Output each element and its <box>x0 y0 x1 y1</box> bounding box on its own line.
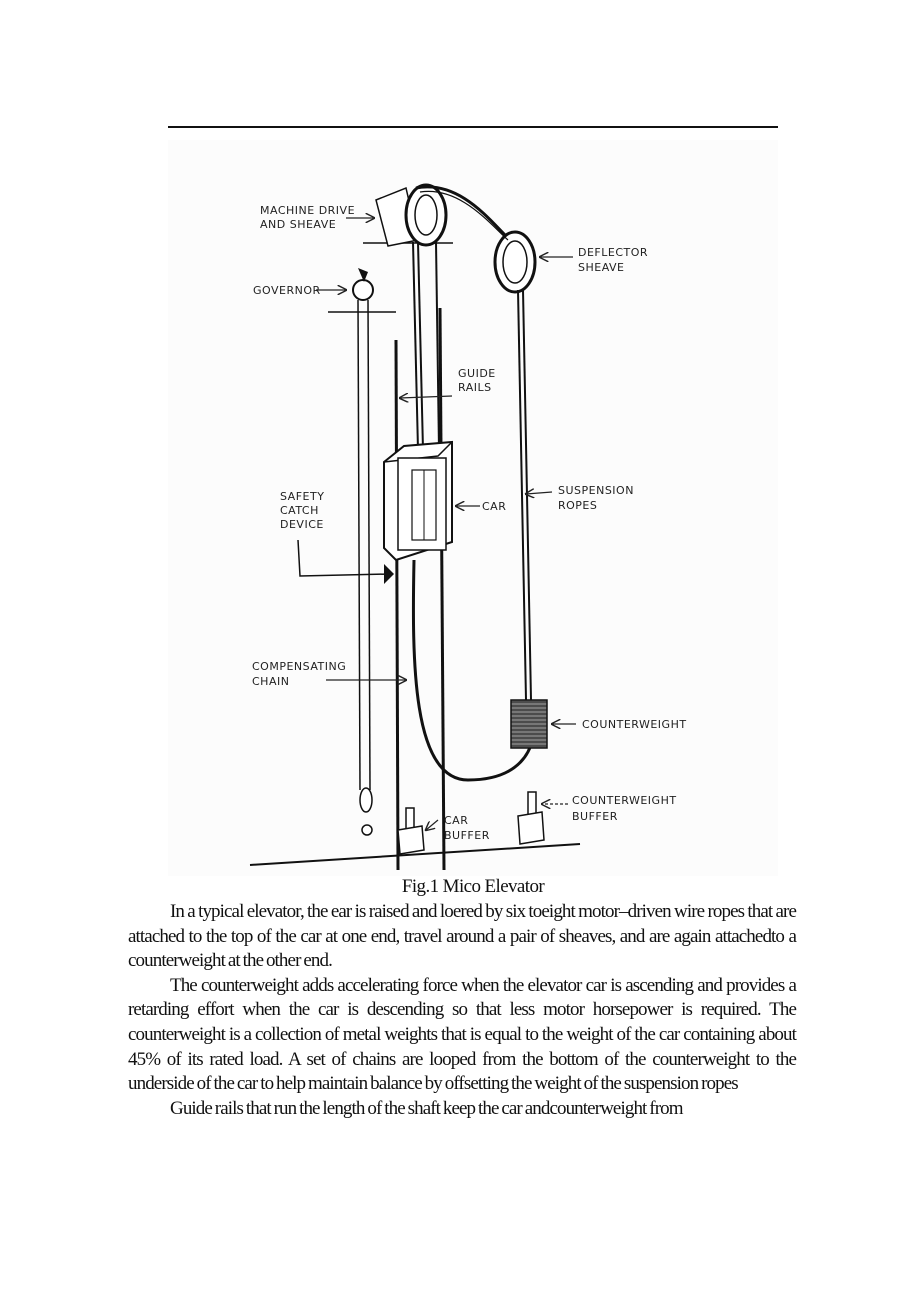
paragraph: In a typical elevator, the ear is raised… <box>128 901 797 972</box>
label-governor: GOVERNOR <box>253 284 321 297</box>
label-safety-1: SAFETY <box>280 490 324 503</box>
elevator-car <box>383 440 453 562</box>
label-deflector-2: SHEAVE <box>578 261 625 274</box>
paragraph: The counterweight adds accelerating forc… <box>128 974 797 1095</box>
counterweight-buffer <box>517 791 545 845</box>
label-machine-drive-2: AND SHEAVE <box>260 218 336 231</box>
machine-drive <box>375 183 448 247</box>
elevator-figure: MACHINE DRIVE AND SHEAVE DEFLECTOR SHEAV… <box>168 140 778 876</box>
label-machine-drive-1: MACHINE DRIVE <box>260 204 355 217</box>
header-rule <box>168 126 778 128</box>
figure-caption: Fig.1 Mico Elevator <box>401 876 545 897</box>
label-cw-buffer-2: BUFFER <box>572 810 618 823</box>
governor <box>352 268 374 836</box>
label-guide-2: RAILS <box>458 381 492 394</box>
label-safety-3: DEVICE <box>280 518 324 531</box>
label-cw-buffer-1: COUNTERWEIGHT <box>572 794 677 807</box>
label-comp-1: COMPENSATING <box>252 660 346 673</box>
paragraph: Guide rails that run the length of the s… <box>170 1097 684 1119</box>
ground-line <box>249 843 581 866</box>
label-counterweight: COUNTERWEIGHT <box>582 718 687 731</box>
label-guide-1: GUIDE <box>458 367 496 380</box>
label-car: CAR <box>482 500 506 513</box>
guide-rail-left <box>394 339 400 871</box>
counterweight-block <box>510 699 548 749</box>
deflector-sheave <box>493 230 537 294</box>
body-text: In a typical elevator, the ear is raised… <box>128 900 797 1121</box>
label-suspension-2: ROPES <box>558 499 597 512</box>
label-car-buffer-2: BUFFER <box>444 829 490 842</box>
label-safety-2: CATCH <box>280 504 319 517</box>
elevator-diagram: MACHINE DRIVE AND SHEAVE DEFLECTOR SHEAV… <box>249 183 687 871</box>
car-buffer <box>397 807 425 855</box>
guide-rail-right <box>438 307 446 871</box>
label-car-buffer-1: CAR <box>444 814 468 827</box>
label-suspension-1: SUSPENSION <box>558 484 634 497</box>
label-deflector-1: DEFLECTOR <box>578 246 648 259</box>
label-comp-2: CHAIN <box>252 675 289 688</box>
